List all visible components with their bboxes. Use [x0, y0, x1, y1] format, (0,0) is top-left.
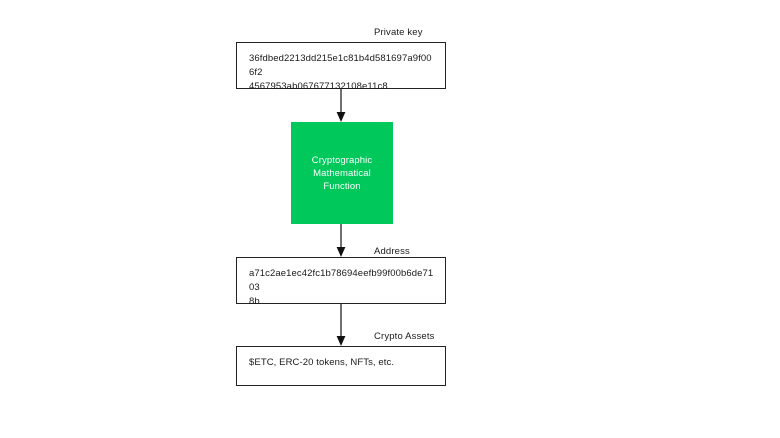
private-key-box: 36fdbed2213dd215e1c81b4d581697a9f006f2 4… [236, 42, 446, 92]
cryptographic-function-label: Cryptographic Mathematical Function [312, 154, 372, 193]
address-caption: Address [374, 246, 410, 257]
arrow-function-to-address [331, 224, 351, 257]
private-key-value-line-1: 36fdbed2213dd215e1c81b4d581697a9f006f2 [249, 53, 432, 78]
crypto-assets-value-line-1: $ETC, ERC-20 tokens, NFTs, etc. [249, 357, 395, 368]
private-key-value-line-2: 4567953ab067677132108e11c8 [249, 81, 388, 92]
crypto-assets-caption: Crypto Assets [374, 331, 435, 342]
function-label-line-2: Mathematical [313, 167, 371, 179]
private-key-caption: Private key [374, 27, 423, 38]
function-label-line-1: Cryptographic [311, 154, 373, 166]
arrow-address-to-crypto-assets [331, 304, 351, 346]
cryptographic-function-box: Cryptographic Mathematical Function [291, 122, 393, 224]
address-box: a71c2ae1ec42fc1b78694eefb99f00b6de7103 8… [236, 257, 446, 307]
arrow-private-key-to-function [331, 89, 351, 122]
address-value-line-2: 8b [249, 296, 260, 307]
function-label-line-3: Function [323, 180, 361, 192]
crypto-assets-box: $ETC, ERC-20 tokens, NFTs, etc. [236, 346, 446, 386]
address-value-line-1: a71c2ae1ec42fc1b78694eefb99f00b6de7103 [249, 268, 434, 293]
